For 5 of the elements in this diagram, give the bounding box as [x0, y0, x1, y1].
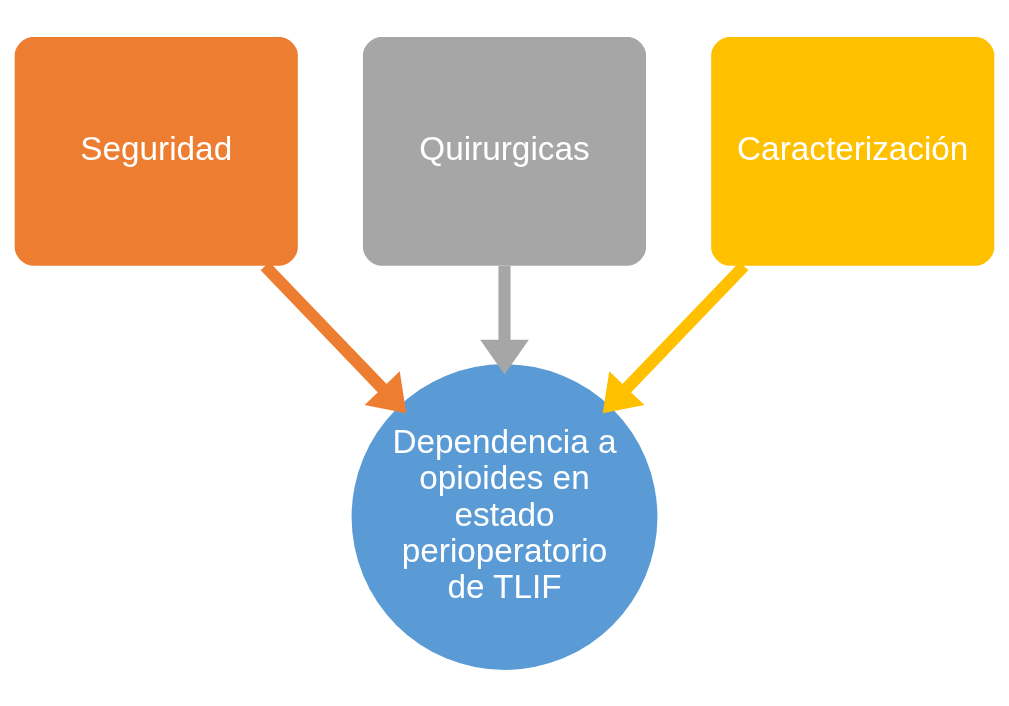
node-box: Seguridad — [14, 36, 298, 266]
node-box: Quirurgicas — [362, 36, 647, 266]
arrow — [480, 265, 529, 374]
node-box: Caracterización — [711, 36, 995, 266]
node-circle: Dependencia a opioides en estado perioperatorio de TLIF — [351, 363, 658, 670]
